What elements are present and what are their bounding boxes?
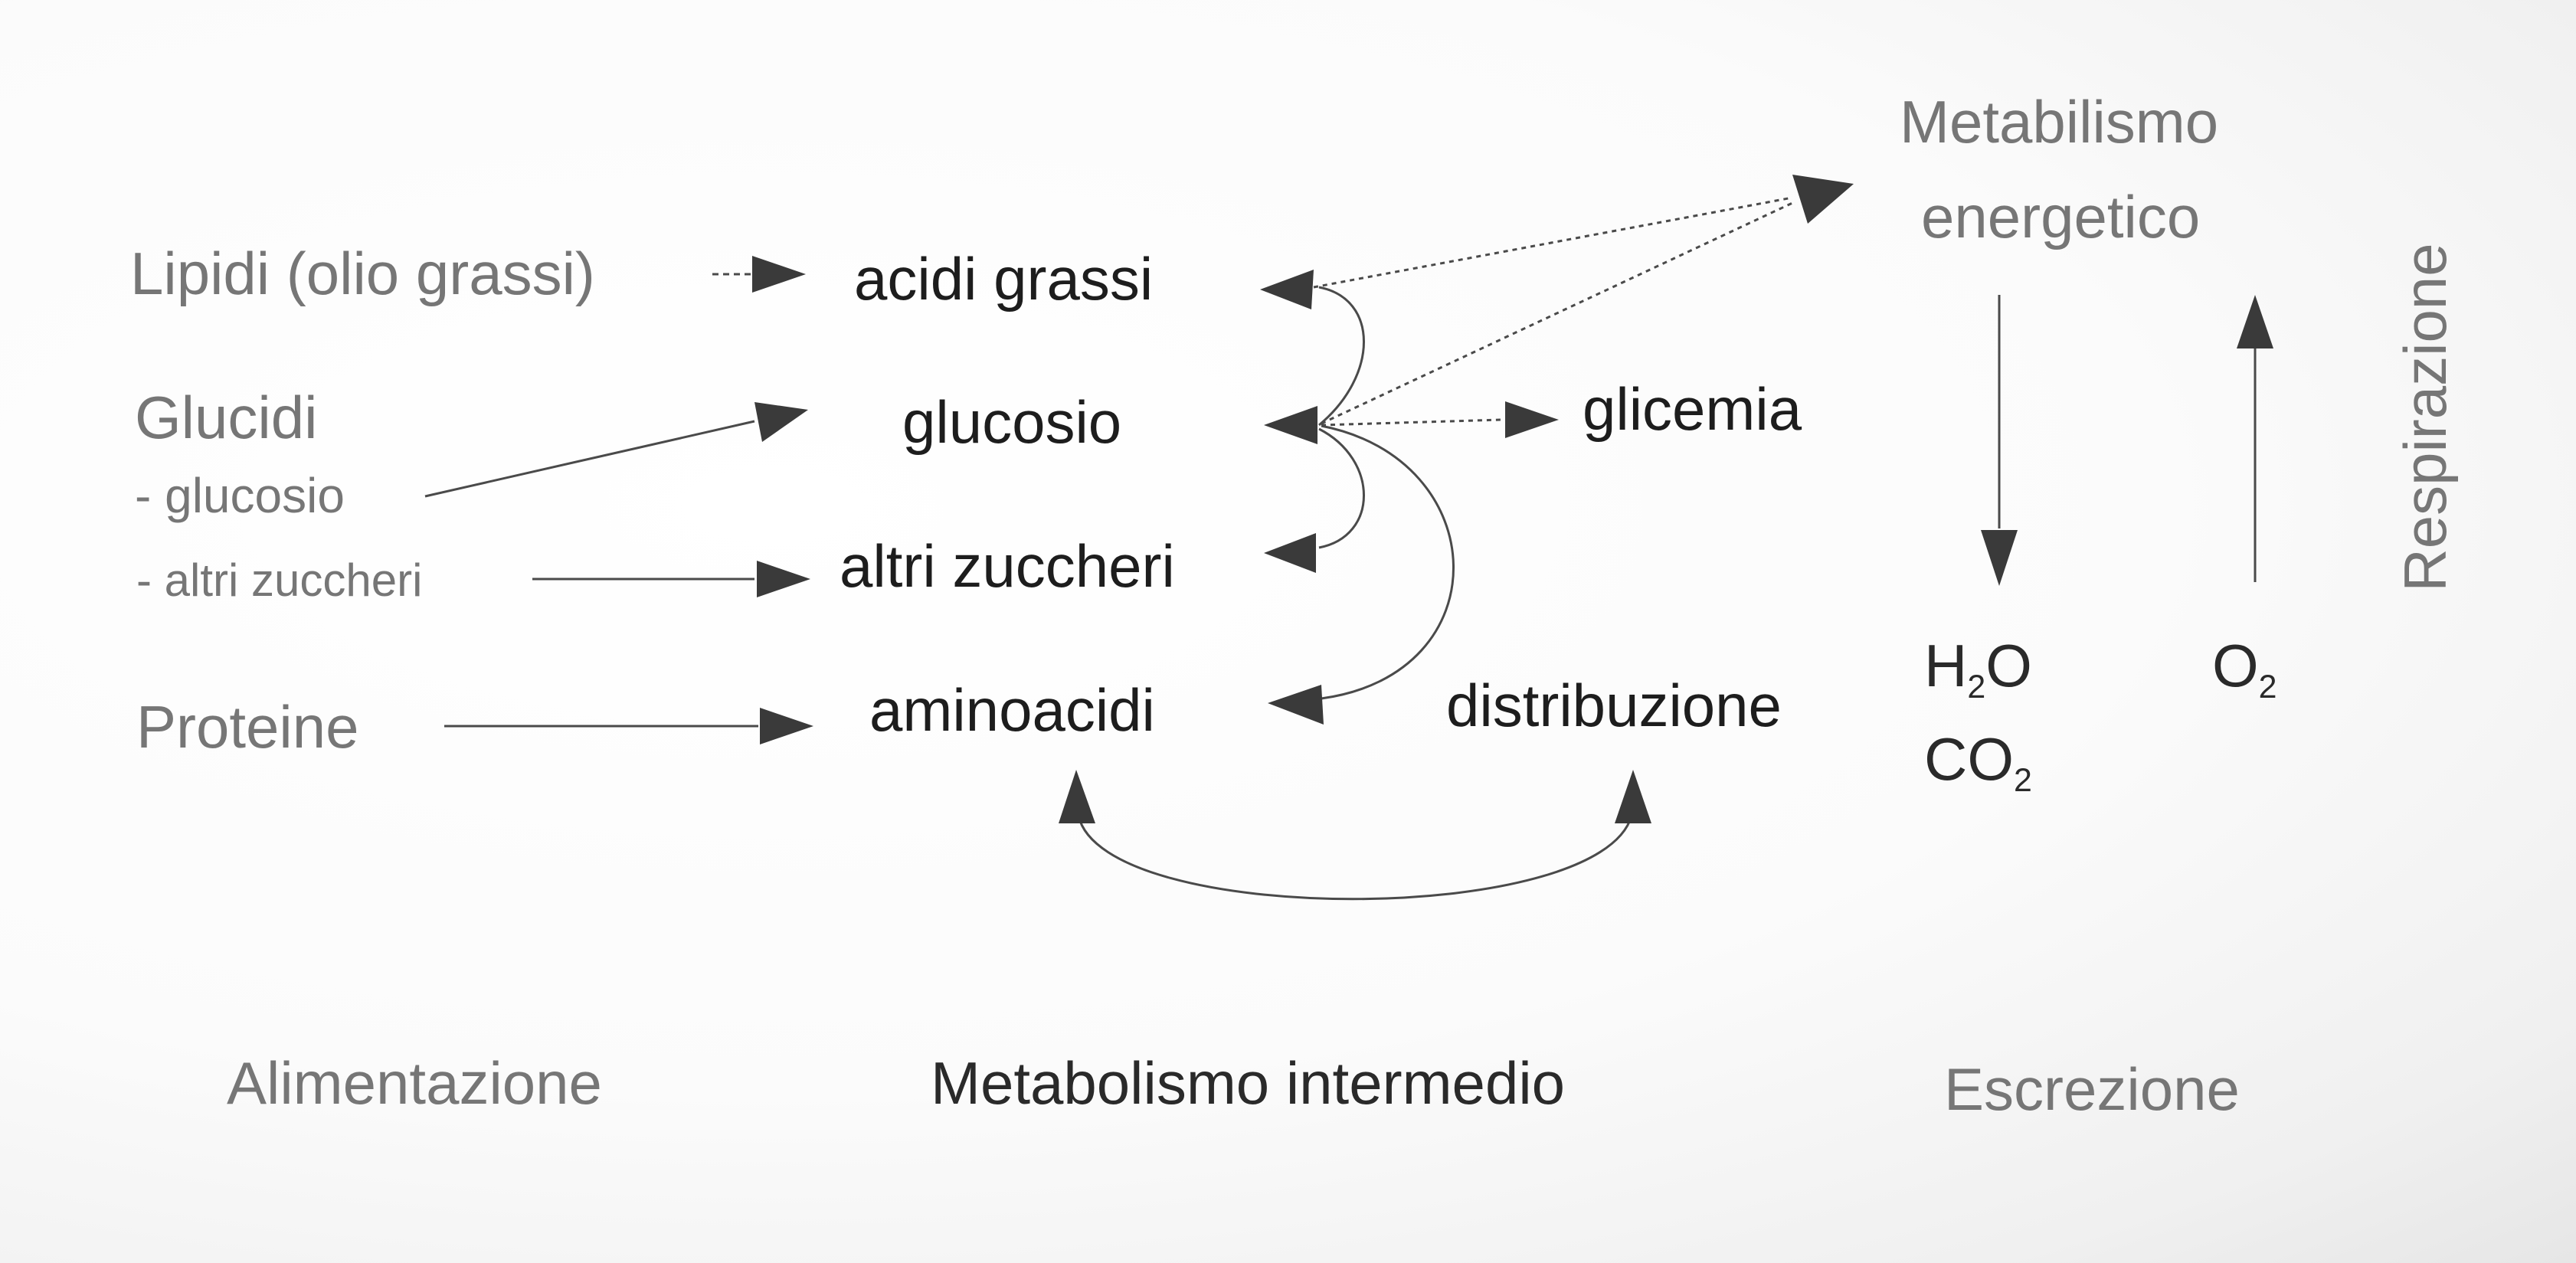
co2-subscript: 2: [2014, 762, 2032, 799]
arrowhead-acidi-grassi-left: [1260, 270, 1314, 309]
arrow-glucosio-to-glucosio: [424, 420, 755, 498]
label-acidi-grassi: acidi grassi: [854, 245, 1154, 312]
arrow-glucosio-to-altri-zuccheri: [1318, 427, 1365, 549]
arrowhead-aminoacidi-left: [1268, 685, 1324, 725]
arrowhead-h2o-co2-down: [1981, 530, 2018, 586]
label-metabolismo-energetico-line1: Metabilismo: [1900, 88, 2219, 155]
label-h2o: H2O: [1924, 636, 2032, 703]
label-co2: CO2: [1924, 729, 2032, 797]
label-glucidi-altri-zuccheri: - altri zuccheri: [136, 555, 423, 606]
label-aminoacidi: aminoacidi: [869, 676, 1155, 744]
section-label-alimentazione: Alimentazione: [227, 1049, 602, 1117]
o2-subscript: 2: [2258, 669, 2277, 705]
o2-main: O: [2212, 632, 2259, 699]
arrowhead-distribuzione-up: [1615, 770, 1651, 823]
arrow-glucosio-to-aminoacidi: [1321, 424, 1455, 700]
arrow-glucosio-to-acidi-grassi: [1318, 286, 1365, 427]
label-glucidi: Glucidi: [135, 384, 318, 451]
arrowhead-aminoacidi-in: [760, 708, 813, 744]
arrowhead-altri-zuccheri-left: [1264, 533, 1316, 573]
arrow-aminoacidi-distribuzione: [1077, 815, 1633, 901]
label-proteine: Proteine: [136, 693, 359, 761]
arrow-glucosio-to-metabolismo: [1321, 201, 1793, 425]
label-metabolismo-energetico-line2: energetico: [1921, 183, 2201, 250]
label-lipidi: Lipidi (olio grassi): [130, 240, 595, 307]
arrowhead-metabolismo-in: [1792, 175, 1854, 224]
co2-main: CO: [1924, 725, 2014, 793]
arrowhead-aminoacidi-up: [1059, 770, 1095, 823]
section-label-metabolismo-intermedio: Metabolismo intermedio: [931, 1049, 1566, 1117]
label-glucidi-glucosio: - glucosio: [135, 468, 345, 523]
h2o-main: H: [1924, 632, 1968, 699]
arrowhead-metabolismo-up: [2237, 295, 2273, 348]
arrowhead-glicemia-in: [1505, 401, 1559, 438]
h2o-subscript: 2: [1967, 669, 1986, 705]
label-glicemia: glicemia: [1583, 375, 1802, 443]
arrowhead-acidi-grassi-in: [752, 256, 806, 293]
arrow-glucosio-to-glicemia: [1321, 418, 1502, 427]
arrowhead-glucosio-in: [754, 402, 808, 442]
label-respirazione: Respirazione: [2391, 243, 2459, 592]
label-glucosio: glucosio: [902, 388, 1122, 456]
arrow-acidi-grassi-to-metabolismo: [1313, 196, 1793, 289]
section-label-escrezione: Escrezione: [1944, 1055, 2240, 1123]
label-distribuzione: distribuzione: [1446, 672, 1782, 739]
arrowhead-glucosio-left: [1264, 406, 1317, 444]
h2o-tail: O: [1985, 632, 2032, 699]
label-o2: O2: [2212, 636, 2277, 703]
arrowhead-altri-zuccheri-in: [757, 561, 810, 597]
label-altri-zuccheri: altri zuccheri: [840, 532, 1175, 600]
